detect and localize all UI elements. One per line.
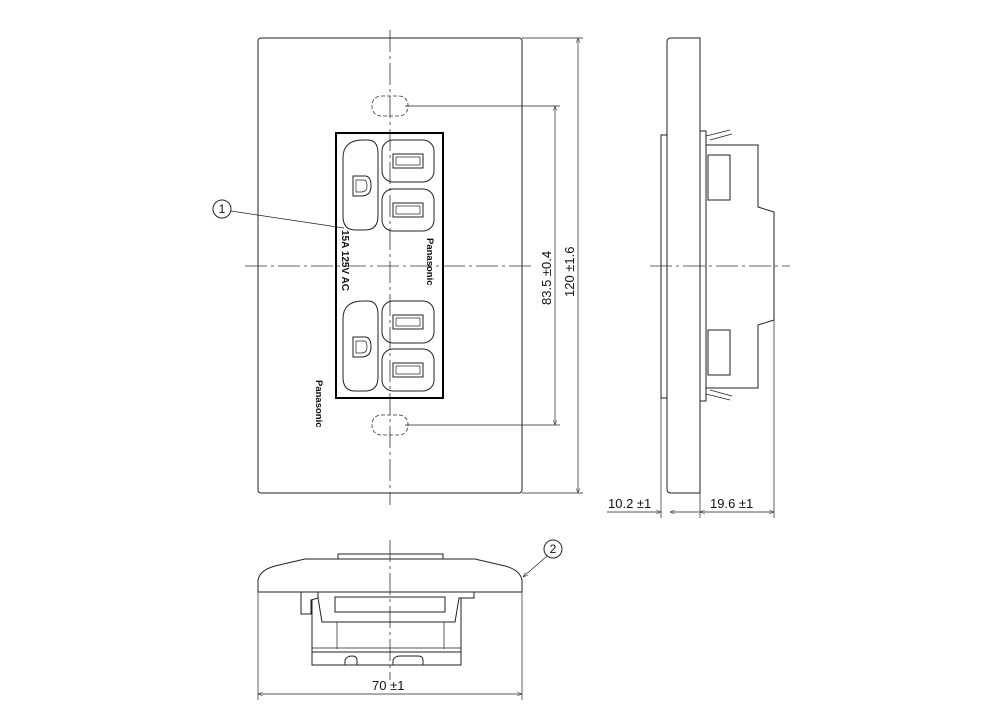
callout-1-label: 1 (219, 202, 226, 216)
side-body (706, 144, 775, 389)
outlet-frame (335, 132, 444, 399)
plate-depth-dimension: 10.2 ±1 (608, 496, 651, 511)
bottom-plate (257, 558, 523, 593)
width-dimension: 70 ±1 (372, 678, 404, 693)
front-view: 15A 125V AC Panasonic Panasonic 1 83.5 ±… (212, 30, 583, 505)
side-view: 10.2 ±1 19.6 ±1 (607, 37, 790, 518)
bottom-view: 2 70 ±1 (257, 539, 563, 700)
screw-pitch-dimension: 83.5 ±0.4 (539, 251, 554, 305)
callout-2-label: 2 (550, 542, 557, 556)
upper-receptacle (342, 139, 435, 232)
callout-1-leader (230, 210, 345, 229)
rating-label: 15A 125V AC (339, 230, 350, 291)
body-depth-dimension: 19.6 ±1 (710, 496, 753, 511)
outlet-brand-label: Panasonic (424, 238, 435, 286)
callout-1-circle (212, 199, 232, 219)
callout-2-circle (543, 539, 563, 559)
height-dimension: 120 ±1.6 (562, 246, 577, 297)
lower-receptacle (342, 300, 435, 392)
side-face-cover (660, 134, 668, 399)
side-plate (666, 37, 701, 494)
plate-brand-label: Panasonic (313, 380, 324, 428)
